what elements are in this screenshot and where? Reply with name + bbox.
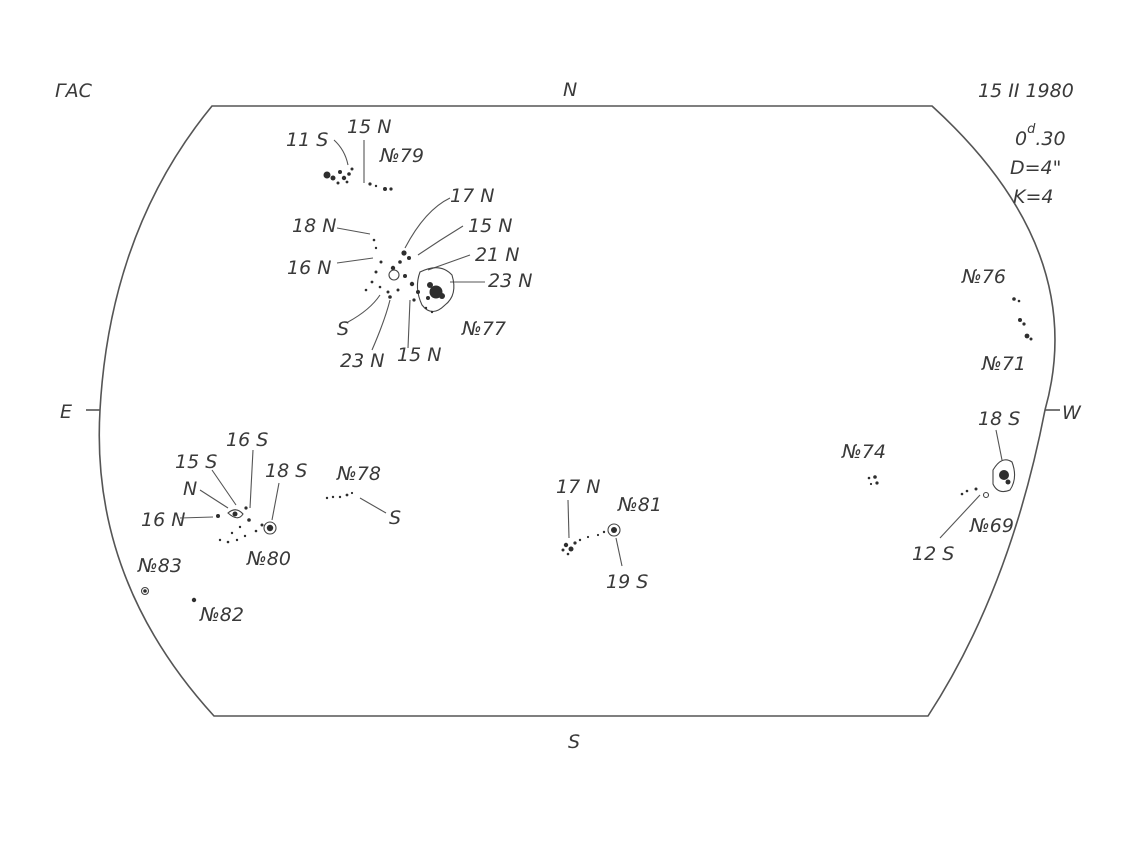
group-80-label-15s: 15 S: [175, 451, 217, 473]
time-suffix: .30: [1035, 128, 1065, 150]
sunspot-group-83: №83: [137, 555, 182, 596]
group-81-lat-b: 19 S: [606, 571, 648, 593]
observatory-label: ГАС: [55, 80, 93, 102]
group-81-leader-a: [567, 499, 570, 539]
group-77-label-15n-top: 15 N: [468, 215, 512, 237]
group-69-number: №69: [969, 515, 1014, 537]
group-79-number: №79: [379, 145, 424, 167]
solar-disk-outline: [98, 105, 1056, 717]
group-77-label-16n: 16 N: [287, 257, 331, 279]
sunspot-group-81: №81 17 N 19 S: [556, 476, 662, 593]
group-83-number: №83: [137, 555, 182, 577]
group-77-label-18n: 18 N: [292, 215, 336, 237]
k-value-label: K=4: [1013, 186, 1053, 208]
sunspot-group-69: №69 18 S 12 S: [912, 408, 1020, 565]
group-69-lat-b: 12 S: [912, 543, 954, 565]
group-77-label-23n-right: 23 N: [488, 270, 532, 292]
group-76-number: №76: [961, 266, 1006, 288]
group-79-lat-b: 15 N: [347, 116, 391, 138]
group-77-label-15n-bottom: 15 N: [397, 344, 441, 366]
group-80-label-16s: 16 S: [226, 429, 268, 451]
group-74-number: №74: [841, 441, 886, 463]
group-77-leaders: [336, 197, 485, 351]
group-78-leader: [359, 497, 387, 514]
sunspot-group-80: №80 15 S 16 S N 18 S 16 N: [141, 429, 307, 570]
sunspot-group-71: №71: [981, 353, 1026, 375]
group-79-spots: [323, 167, 393, 191]
group-69-lat-a: 18 S: [978, 408, 1020, 430]
group-78-lat-a: S: [389, 507, 401, 529]
group-78-number: №78: [336, 463, 381, 485]
group-71-number: №71: [981, 353, 1026, 375]
sunspot-group-79: №79 11 S 15 N: [286, 116, 424, 191]
group-80-label-18s: 18 S: [265, 460, 307, 482]
west-label: W: [1062, 402, 1082, 424]
group-80-label-16n: 16 N: [141, 509, 185, 531]
time-sup: d: [1027, 122, 1036, 137]
south-label: S: [568, 731, 580, 753]
group-81-leader-b: [615, 537, 623, 567]
group-81-number: №81: [617, 494, 662, 516]
group-80-number: №80: [246, 548, 291, 570]
north-label: N: [563, 79, 577, 101]
sunspot-group-74: №74: [841, 441, 886, 486]
group-77-label-17n: 17 N: [450, 185, 494, 207]
time-prefix: 0: [1015, 128, 1027, 150]
group-79-leader-a: [333, 139, 349, 166]
group-79-lat-a: 11 S: [286, 129, 328, 151]
d-value-label: D=4": [1010, 157, 1061, 179]
group-80-label-n: N: [183, 478, 197, 500]
group-69-leader-b: [939, 494, 981, 539]
date-label: 15 II 1980: [978, 80, 1074, 102]
time-label: 0d.30: [1015, 122, 1066, 150]
sunspot-group-76: №76: [961, 266, 1033, 341]
group-81-lat-a: 17 N: [556, 476, 600, 498]
east-label: E: [60, 401, 72, 423]
group-69-leader-a: [995, 429, 1003, 461]
group-77-label-21n: 21 N: [475, 244, 519, 266]
sunspot-group-77: №77 18 N 16 N 17 N 15 N 21 N 23 N S 23 N…: [287, 185, 532, 372]
group-77-spots: [364, 238, 455, 314]
sunspot-group-82: №82: [191, 597, 244, 626]
group-80-leaders: [179, 449, 280, 521]
group-82-number: №82: [199, 604, 244, 626]
group-77-number: №77: [461, 318, 506, 340]
group-77-label-s: S: [337, 318, 349, 340]
sunspot-group-78: №78 S: [325, 463, 401, 529]
group-77-label-23n-bottom: 23 N: [340, 350, 384, 372]
